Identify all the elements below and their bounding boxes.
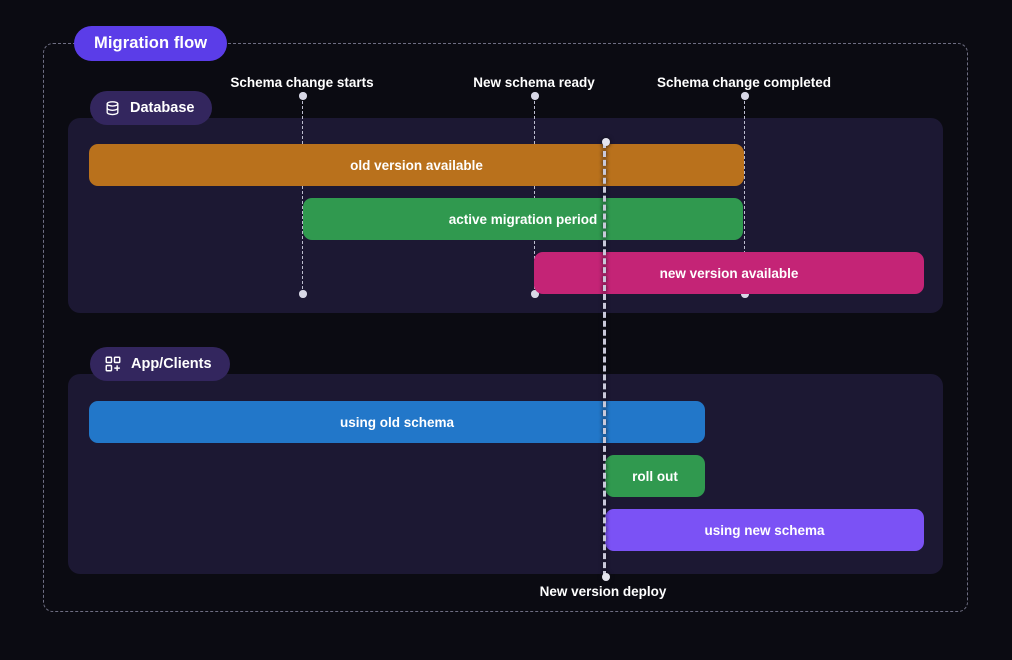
flow-title-label: Migration flow (94, 34, 208, 52)
layout-grid-plus-icon (104, 355, 122, 373)
deploy-dot-top (601, 137, 611, 147)
timeline-bar-active-migration-period[interactable]: active migration period (303, 198, 743, 240)
diagram-outer-frame (43, 43, 968, 612)
database-icon (104, 100, 121, 117)
milestone-line-new-schema-ready (531, 92, 539, 298)
timeline-bar-old-version-available[interactable]: old version available (89, 144, 744, 186)
lane-badge-database: Database (90, 91, 213, 125)
lane-badge-label: App/Clients (131, 356, 212, 372)
milestone-line-schema-change-starts (299, 92, 307, 298)
lane-badge-app-clients: App/Clients (90, 347, 230, 381)
milestone-dot-top (299, 92, 307, 100)
timeline-bar-new-version-available[interactable]: new version available (534, 252, 924, 294)
milestone-dot-bottom (531, 290, 539, 298)
milestone-label-schema-change-starts: Schema change starts (230, 75, 374, 90)
milestone-label-new-schema-ready: New schema ready (473, 75, 595, 90)
timeline-bar-using-old-schema[interactable]: using old schema (89, 401, 705, 443)
flow-title-badge: Migration flow (74, 26, 228, 61)
milestone-dot-top (741, 92, 749, 100)
deploy-marker-label: New version deploy (539, 584, 667, 599)
deploy-marker-line (601, 137, 611, 582)
milestone-dot-top (531, 92, 539, 100)
timeline-bar-roll-out[interactable]: roll out (605, 455, 705, 497)
timeline-bar-using-new-schema[interactable]: using new schema (605, 509, 924, 551)
deploy-dot-bottom (601, 572, 611, 582)
milestone-label-schema-change-completed: Schema change completed (656, 75, 832, 90)
lane-badge-label: Database (130, 100, 195, 116)
milestone-dot-bottom (299, 290, 307, 298)
